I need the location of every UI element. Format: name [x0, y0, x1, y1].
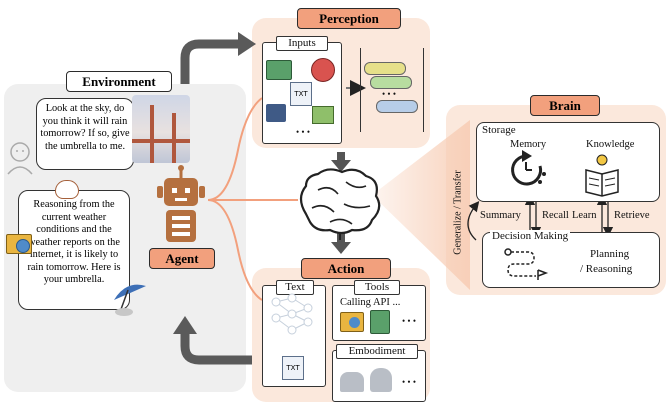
sky-image [132, 95, 190, 163]
env-to-perception-arrow [180, 39, 242, 84]
recall-label: Recall [542, 210, 569, 221]
feature-vector-1 [364, 62, 406, 75]
text-output-icon: TXT [282, 356, 304, 380]
feature-vector-2 [370, 76, 412, 89]
touch-input-icon [266, 104, 286, 122]
storage-box [476, 122, 660, 202]
vectors-more: • • • [382, 89, 396, 99]
perception-title: Perception [297, 8, 401, 29]
storage-label: Storage [482, 124, 516, 136]
summary-label: Summary [480, 210, 521, 221]
feature-vector-3 [376, 100, 418, 113]
brain-title: Brain [530, 95, 600, 116]
image-input-icon [266, 60, 292, 80]
audio-input-icon [311, 58, 335, 82]
knowledge-label: Knowledge [586, 139, 635, 150]
text-output-label: Text [276, 280, 314, 295]
encoded-bracket [360, 48, 424, 132]
agent-perception-link [207, 97, 263, 201]
reasoning-label: / Reasoning [580, 263, 633, 275]
brain-to-action-arrow [331, 242, 351, 254]
embodiment-label: Embodiment [336, 344, 418, 359]
robot-arm-icon-1 [340, 372, 364, 392]
perception-to-brain-arrow [331, 160, 351, 172]
learn-label: Learn [572, 210, 597, 221]
action-to-env-arrow [180, 330, 252, 365]
agent-label: Agent [149, 248, 215, 269]
web-tool-icon [340, 312, 364, 332]
environment-title: Environment [66, 71, 172, 92]
location-input-icon [312, 106, 334, 124]
action-title: Action [301, 258, 391, 279]
agent-action-link [207, 199, 263, 301]
inputs-label: Inputs [276, 36, 328, 51]
text-input-icon: TXT [290, 82, 312, 106]
robot-arm-icon-2 [370, 368, 392, 392]
planning-label: Planning [590, 248, 630, 260]
brain-focus-cone [372, 120, 470, 290]
embodiment-more: • • • [402, 377, 416, 387]
small-brain-icon [55, 180, 79, 199]
tools-more: • • • [402, 316, 416, 326]
decision-making-label: Decision Making [490, 230, 571, 243]
calling-api-text: Calling API ... [340, 297, 401, 308]
tools-label: Tools [354, 280, 400, 295]
inputs-more: • • • [296, 127, 310, 137]
calculator-tool-icon [370, 310, 390, 334]
web-folder-icon [6, 234, 32, 254]
memory-label: Memory [510, 139, 547, 150]
retrieve-label: Retrieve [614, 210, 650, 221]
agent-speech-bubble: Reasoning from the current weather condi… [18, 190, 130, 310]
